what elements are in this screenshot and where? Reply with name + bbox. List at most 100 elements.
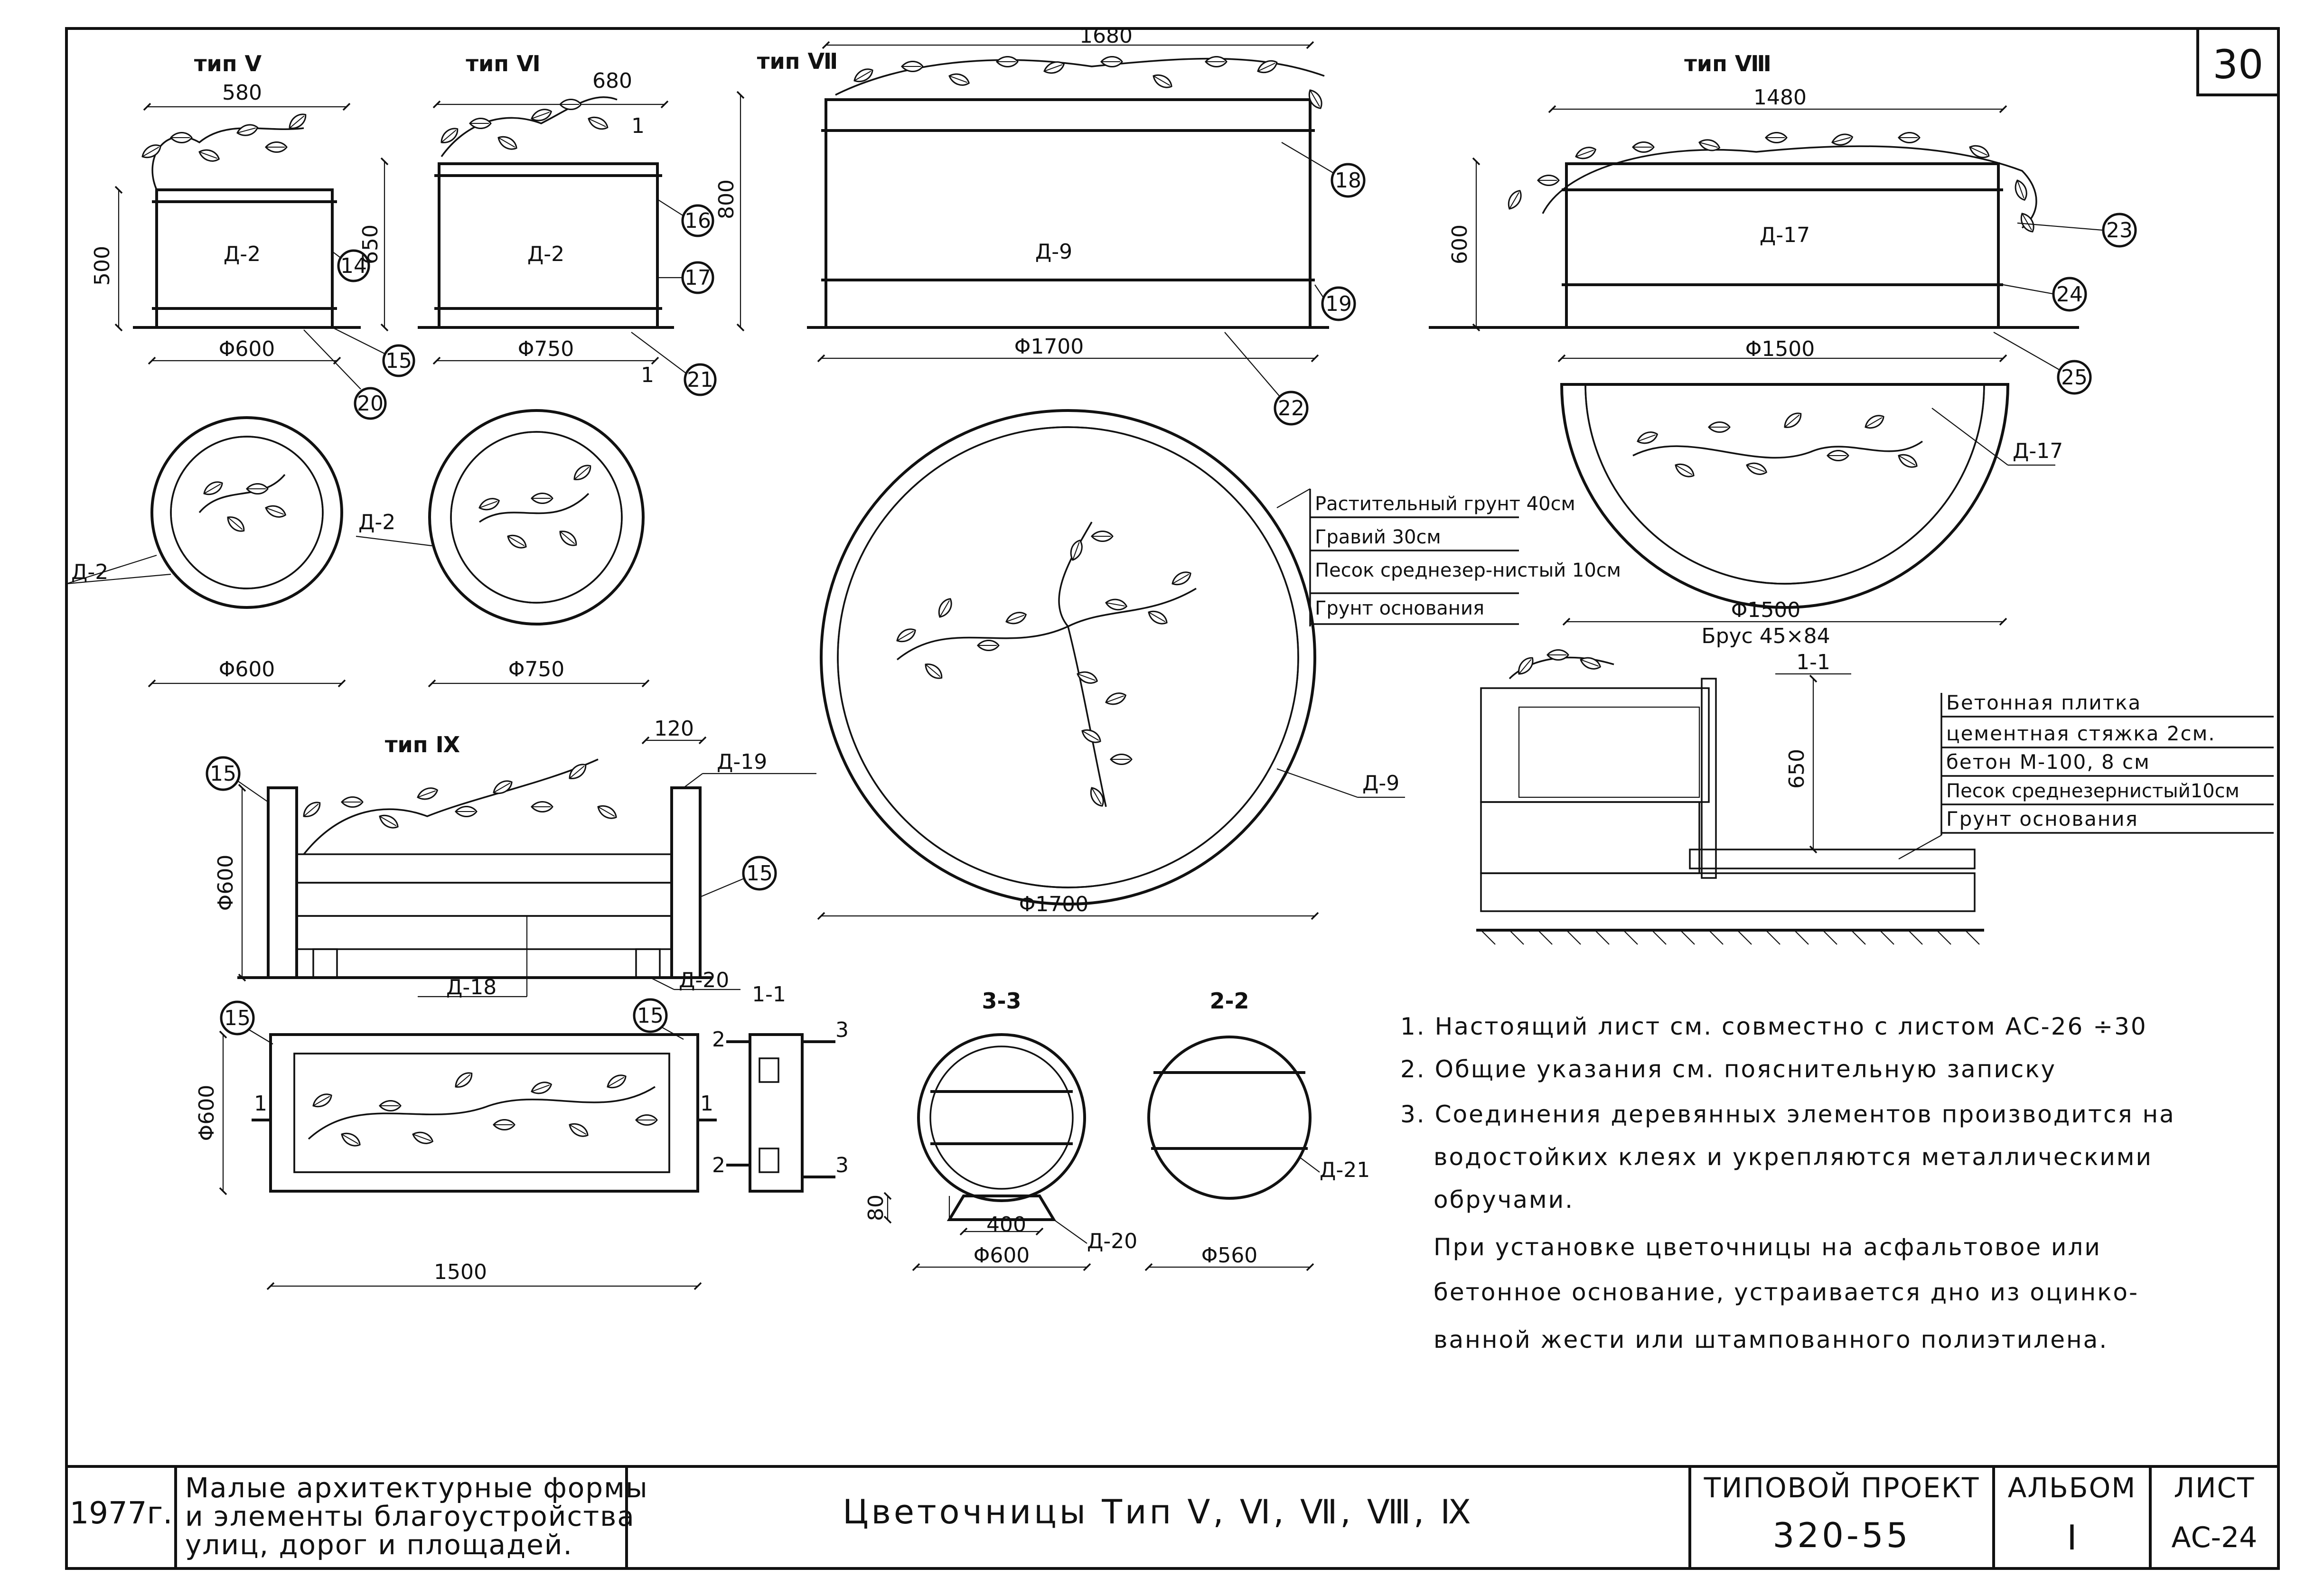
note-1: 1. Настоящий лист см. совместно с листом…: [1400, 1013, 2147, 1040]
type9-plan: Φ600 1 1 15 15 1500: [195, 998, 717, 1290]
section-2-2-title: 2-2: [1209, 988, 1249, 1014]
section-layer-5: Грунт основания: [1946, 807, 2138, 831]
type7-height: 800: [714, 179, 739, 219]
type7-detail: Д-9: [1035, 240, 1072, 264]
type9-length: 1500: [434, 1260, 487, 1284]
type8-plan-label: Д-17: [2013, 439, 2063, 463]
section-3-3-dim-400: 400: [986, 1213, 1026, 1237]
type6-base-dia: Φ750: [518, 337, 574, 361]
type6-detail: Д-2: [527, 242, 564, 266]
type5-top-width: 580: [222, 81, 262, 105]
type7-plan-label: Д-9: [1362, 771, 1399, 795]
type8-title: тип Ⅷ: [1684, 51, 1771, 76]
sheet-number-box: 30: [2196, 27, 2280, 96]
note-4c: ванной жести или штампованного полиэтиле…: [1434, 1326, 2108, 1353]
callout-17: 17: [684, 266, 711, 290]
round-layer-3: Песок среднезер-нистый 10см: [1315, 560, 1621, 581]
round-layers-legend: Растительный грунт 40см Гравий 30см Песо…: [1276, 488, 1621, 626]
callout-16: 16: [684, 209, 711, 233]
section-3-3-dia: Φ600: [974, 1243, 1030, 1268]
round-layer-2: Гравий 30см: [1315, 526, 1441, 548]
type5-detail: Д-2: [224, 242, 261, 266]
notes: 1. Настоящий лист см. совместно с листом…: [1400, 1013, 2175, 1353]
type9-mark-2a: 2: [712, 1027, 725, 1052]
type6-mark-1b: 1: [641, 363, 654, 387]
type7-top-width: 1680: [1079, 24, 1133, 48]
type5-plan: Д-2 Φ600: [66, 416, 346, 688]
callout-15-a: 15: [210, 762, 236, 786]
sheet-frame: [65, 27, 2280, 1570]
callout-20: 20: [357, 392, 384, 416]
drawing-title: Цветочницы Тип Ⅴ, Ⅵ, Ⅶ, Ⅷ, Ⅸ: [843, 1493, 1474, 1531]
type9-mark-2b: 2: [712, 1153, 725, 1177]
type9-title: тип Ⅸ: [385, 732, 460, 757]
callout-15-b: 15: [746, 861, 773, 886]
title-subject-3: улиц, дорог и площадей.: [185, 1529, 573, 1561]
type9-width-top: 120: [654, 717, 694, 741]
type8-plan-dia: Φ1500: [1731, 598, 1801, 622]
type8-top-width: 1480: [1753, 85, 1807, 110]
type9-height: Φ600: [214, 855, 238, 911]
type6-height: 650: [358, 224, 383, 264]
type8-base-dia: Φ1500: [1745, 337, 1815, 361]
type9-label-d20: Д-20: [679, 968, 729, 992]
type5-plan-dia: Φ600: [219, 657, 275, 681]
section-1-1-height: 650: [1785, 749, 1809, 789]
callout-23: 23: [2106, 218, 2133, 243]
note-4: При установке цветочницы на асфальтовое …: [1434, 1233, 2101, 1261]
type6-mark-1a: 1: [631, 114, 645, 138]
type9-label-d18: Д-18: [446, 975, 497, 999]
sheet-code: АС-24: [2172, 1521, 2258, 1554]
type5-plan-label: Д-2: [71, 560, 108, 584]
note-3b: водостойких клеях и укрепляются металлич…: [1434, 1143, 2153, 1171]
title-year: 1977г.: [70, 1496, 173, 1531]
callout-24: 24: [2056, 282, 2083, 307]
callout-25: 25: [2061, 365, 2088, 390]
note-3c: обручами.: [1434, 1186, 1574, 1213]
callout-22: 22: [1278, 396, 1304, 420]
type7-title: тип Ⅶ: [757, 48, 838, 74]
type8-beam: Брус 45×84: [1701, 624, 1830, 648]
callout-15: 15: [385, 349, 412, 373]
type9-mark-1b: 1: [700, 1092, 713, 1116]
type6-title: тип Ⅵ: [466, 51, 540, 76]
type7-plan: Д-9 Φ1700: [817, 409, 1405, 920]
section-layer-2: цементная стяжка 2см.: [1946, 722, 2216, 745]
type7-base-dia: Φ1700: [1014, 335, 1084, 359]
section-layer-4: Песок среднезернистый10см: [1946, 780, 2240, 802]
type8-plan: Д-17 Φ1500 Брус 45×84: [1560, 383, 2063, 648]
section-layer-1: Бетонная плитка: [1946, 691, 2141, 714]
note-2: 2. Общие указания см. пояснительную запи…: [1400, 1055, 2056, 1083]
type6-top-width: 680: [592, 69, 632, 93]
callout-19: 19: [1325, 292, 1352, 316]
type6-plan-label: Д-2: [358, 510, 395, 534]
type7-elevation: тип Ⅶ 1680 800 Д-9 Φ1700 18 19 22: [714, 24, 1366, 426]
callout-14: 14: [340, 254, 367, 278]
sheet-number: 30: [2213, 41, 2264, 88]
project-label: ТИПОВОЙ ПРОЕКТ: [1704, 1471, 1980, 1504]
section-2-2: 2-2 Д-21 Φ560: [1144, 988, 1370, 1271]
callout-18: 18: [1335, 168, 1361, 193]
section-3-3-dim-80: 80: [864, 1195, 888, 1221]
round-layer-1: Растительный грунт 40см: [1315, 493, 1575, 515]
round-layer-4: Грунт основания: [1315, 597, 1484, 619]
section-2-2-dia: Φ560: [1201, 1243, 1258, 1268]
type8-height: 600: [1448, 224, 1472, 264]
type6-plan: Д-2 Φ750: [356, 409, 650, 688]
type7-plan-dia: Φ1700: [1019, 892, 1089, 916]
section-1-1-title: 1-1: [1796, 650, 1830, 674]
type8-detail: Д-17: [1760, 223, 1810, 247]
section-3-3-label: Д-20: [1087, 1229, 1137, 1253]
note-3: 3. Соединения деревянных элементов произ…: [1400, 1101, 2175, 1128]
type9-section-1-1: 1-1 2 2 3 3: [712, 982, 849, 1193]
type5-height: 500: [90, 246, 114, 286]
type6-plan-dia: Φ750: [508, 657, 565, 681]
title-block: 1977г. Малые архитектурные формы и элеме…: [66, 1465, 2278, 1568]
title-subject-1: Малые архитектурные формы: [185, 1472, 648, 1504]
album-label: АЛЬБОМ: [2008, 1472, 2137, 1504]
sheet-label: ЛИСТ: [2174, 1472, 2255, 1504]
note-4b: бетонное основание, устраивается дно из …: [1434, 1279, 2139, 1306]
type5-title: тип Ⅴ: [194, 51, 262, 76]
type9-elevation: тип Ⅸ 120 Φ600 15 15 Д-19 Д-18 Д-20: [206, 717, 816, 999]
